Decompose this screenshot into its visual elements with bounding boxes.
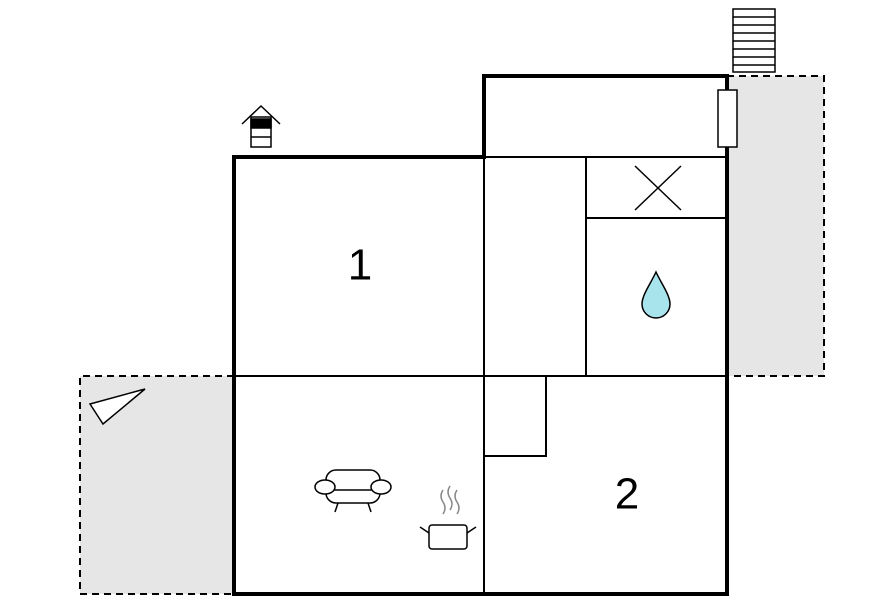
radiator-icon	[717, 89, 738, 148]
cross-icon	[634, 165, 682, 211]
interior-walls	[234, 156, 727, 594]
cooking-pot-icon	[419, 485, 477, 550]
fireplace-icon	[241, 104, 281, 148]
room-2-label: 2	[615, 470, 639, 519]
terrace-right	[727, 75, 825, 377]
room-1-label: 1	[348, 241, 372, 290]
stairs-icon	[732, 8, 776, 73]
sofa-icon	[314, 469, 392, 513]
compass-icon	[88, 388, 146, 426]
exterior-walls	[232, 74, 729, 596]
water-drop-icon	[641, 270, 671, 319]
